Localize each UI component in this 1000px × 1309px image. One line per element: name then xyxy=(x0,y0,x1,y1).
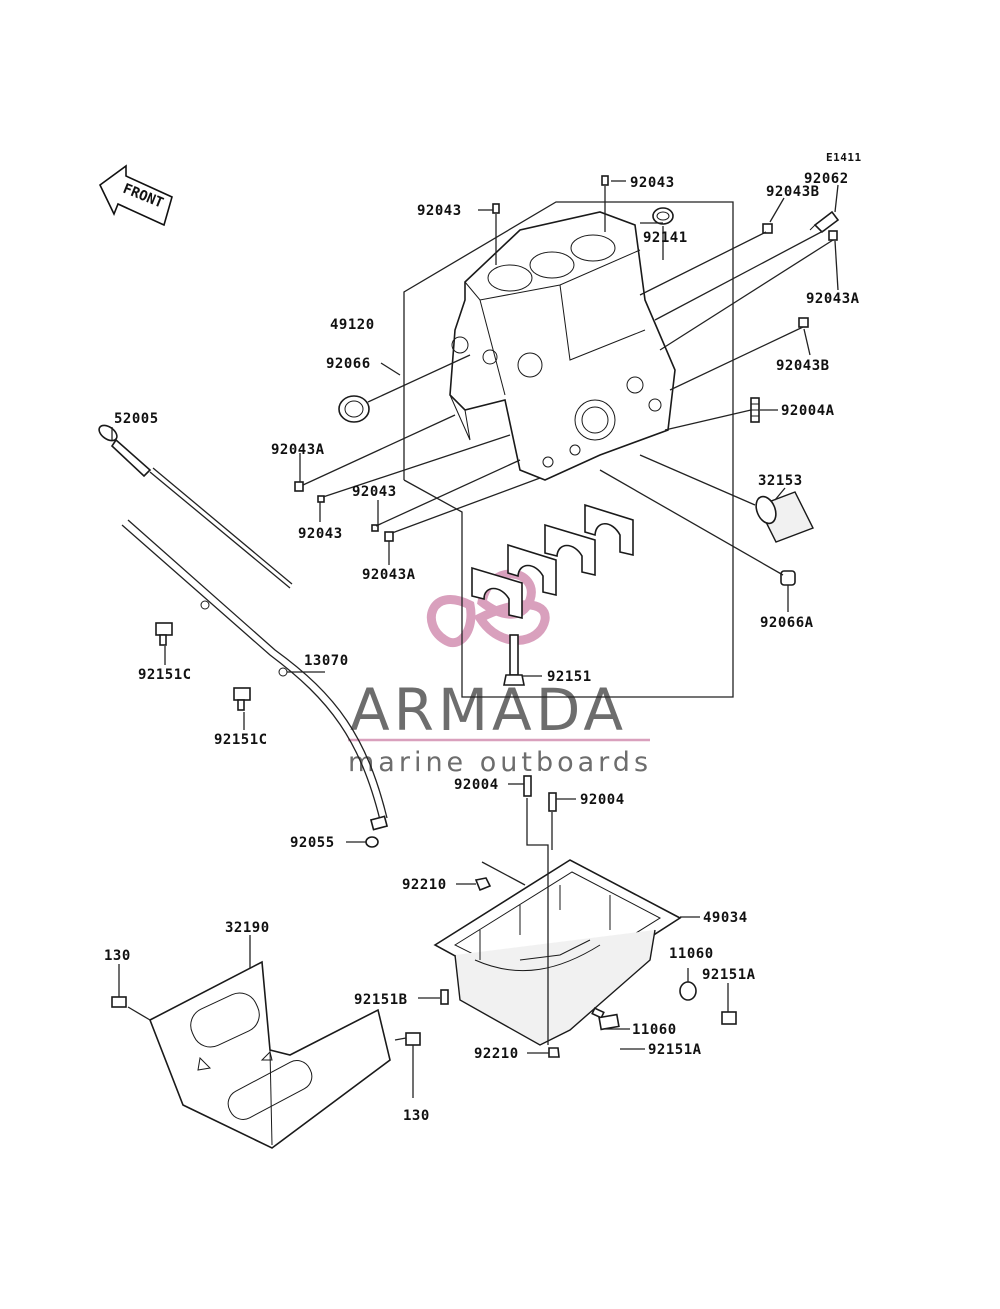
label-11060-1: 11060 xyxy=(669,946,714,962)
dipstick-52005 xyxy=(98,424,293,589)
label-92210-1: 92210 xyxy=(402,877,447,893)
front-arrow-icon: FRONT xyxy=(98,164,173,227)
dipstick-guide-13070 xyxy=(121,519,389,831)
label-92210-2: 92210 xyxy=(474,1046,519,1062)
label-13070: 13070 xyxy=(304,653,349,669)
label-92043-mid2: 92043 xyxy=(298,526,343,542)
label-92043-top: 92043 xyxy=(630,175,675,191)
bolt-92151-icon xyxy=(503,634,525,686)
diagram-code: E1411 xyxy=(826,151,862,164)
guard-plate xyxy=(148,960,391,1149)
watermark: ARMADA marine outboards xyxy=(348,569,652,778)
sensor-92062-icon xyxy=(809,210,840,234)
oring-92055-icon xyxy=(365,836,379,848)
label-92151C-2: 92151C xyxy=(214,732,268,748)
seal-92141-icon xyxy=(652,207,674,225)
bearing-caps xyxy=(471,503,634,620)
plug-92043B-icon xyxy=(762,223,809,328)
label-92151A-2: 92151A xyxy=(648,1042,702,1058)
cylinder-block xyxy=(449,211,676,481)
dowel-pin-92043-icon xyxy=(492,175,609,214)
label-92066A: 92066A xyxy=(760,615,814,631)
label-92141: 92141 xyxy=(643,230,688,246)
label-49034: 49034 xyxy=(703,910,748,926)
studs-92004-icon xyxy=(523,775,557,812)
label-92043B-top: 92043B xyxy=(766,184,820,200)
watermark-brand: ARMADA xyxy=(350,676,627,744)
label-92151: 92151 xyxy=(547,669,592,685)
label-92043A-mid: 92043A xyxy=(362,567,416,583)
stud-92004A-icon xyxy=(750,397,760,423)
label-49120: 49120 xyxy=(330,317,375,333)
pipe-32153-icon xyxy=(755,491,814,543)
label-92043B-right: 92043B xyxy=(776,358,830,374)
drain-plug-92151A-icon xyxy=(598,1011,737,1031)
plug-92066A-icon xyxy=(780,570,796,586)
leader-lines-block xyxy=(302,186,834,576)
block-bracket-frame xyxy=(403,201,734,698)
pin-92043-small-icon xyxy=(317,495,379,532)
label-92004-2: 92004 xyxy=(580,792,625,808)
bolt-92151B-icon xyxy=(440,989,449,1005)
label-92004-1: 92004 xyxy=(454,777,499,793)
seal-92066-icon xyxy=(338,395,370,423)
label-32153: 32153 xyxy=(758,473,803,489)
label-32190: 32190 xyxy=(225,920,270,936)
label-92151A-1: 92151A xyxy=(702,967,756,983)
label-92043A-right: 92043A xyxy=(806,291,860,307)
label-11060-2: 11060 xyxy=(632,1022,677,1038)
label-92043-mid1: 92043 xyxy=(352,484,397,500)
label-92151C-1: 92151C xyxy=(138,667,192,683)
bolt-92151C-icon xyxy=(155,622,251,711)
watermark-tagline: marine outboards xyxy=(348,747,652,778)
leader-lines-pan xyxy=(418,798,729,1054)
label-92043-left-top: 92043 xyxy=(417,203,462,219)
label-92062: 92062 xyxy=(804,171,849,187)
oil-pan xyxy=(433,859,682,1046)
nut-92210-icon xyxy=(474,877,560,1058)
label-130-1: 130 xyxy=(104,948,131,964)
label-130-2: 130 xyxy=(403,1108,430,1124)
leader-lines-guard xyxy=(118,935,414,1098)
label-52005: 52005 xyxy=(114,411,159,427)
label-92043A-left: 92043A xyxy=(271,442,325,458)
leader-lines-misc xyxy=(111,180,839,843)
label-92151B: 92151B xyxy=(354,992,408,1008)
label-92055: 92055 xyxy=(290,835,335,851)
part-labels: 92043 92043 92043B 92062 92141 92043A 49… xyxy=(104,171,860,1124)
label-92066: 92066 xyxy=(326,356,371,372)
label-92004A: 92004A xyxy=(781,403,835,419)
washer-11060-icon xyxy=(591,981,697,1019)
